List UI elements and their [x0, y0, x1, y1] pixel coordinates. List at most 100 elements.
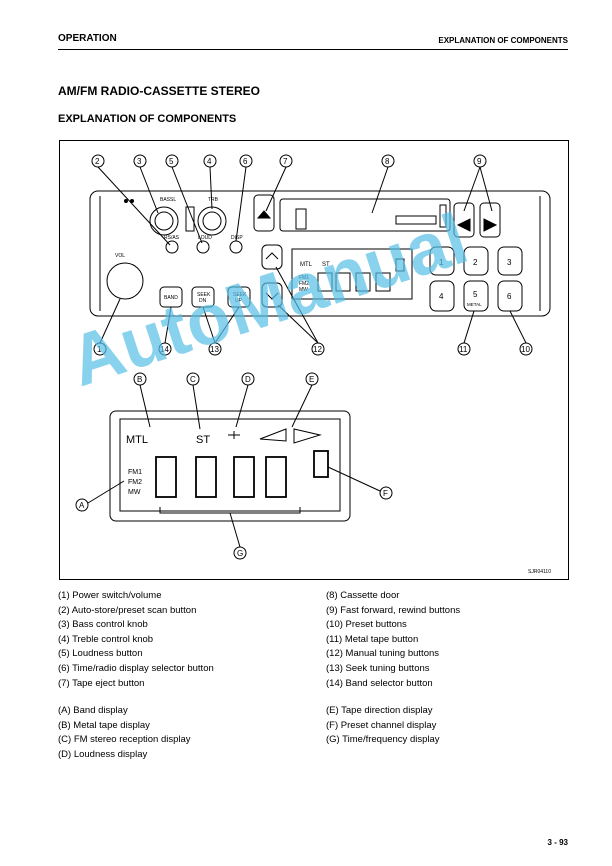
page-title: AM/FM RADIO-CASSETTE STEREO [58, 84, 261, 98]
svg-text:ST: ST [322, 262, 330, 268]
svg-text:5: 5 [169, 157, 174, 166]
bass-knob [149, 206, 179, 236]
letter-callouts: B C D E A F G [75, 372, 393, 560]
svg-text:2: 2 [473, 258, 478, 267]
svg-text:14: 14 [160, 345, 169, 354]
svg-text:10: 10 [521, 345, 530, 354]
svg-text:11: 11 [459, 345, 468, 354]
legend-item: (8) Cassette door [326, 590, 400, 601]
figure-code: SJR04110 [528, 569, 551, 575]
legend-item: (7) Tape eject button [58, 677, 145, 689]
svg-text:2: 2 [95, 157, 100, 166]
svg-text:E: E [309, 375, 314, 384]
radio-figure: VOL BASSL TRB RS/AS LOUD DISP BAND SEEK … [59, 140, 569, 580]
svg-text:MW: MW [128, 489, 141, 496]
header-rule [58, 49, 568, 50]
legend-item: (D) Loudness display [58, 748, 148, 760]
legend-item: (A) Band display [58, 705, 128, 716]
legend-item: (14) Band selector button [326, 677, 433, 689]
rs-as-button [165, 240, 179, 254]
svg-text:ST: ST [196, 434, 210, 446]
disp-button [229, 240, 243, 254]
preset-1 [429, 246, 455, 276]
legend-item: (E) Tape direction display [326, 705, 433, 716]
svg-text:RS/AS: RS/AS [164, 235, 180, 241]
loud-button [196, 240, 210, 254]
svg-text:4: 4 [207, 157, 212, 166]
legend-item: (6) Time/radio display selector button [58, 662, 214, 674]
tune-down-button [261, 282, 283, 308]
svg-text:LOUD: LOUD [198, 235, 212, 241]
svg-text:C: C [190, 375, 196, 384]
svg-text:DN: DN [199, 298, 207, 304]
svg-text:5: 5 [473, 290, 478, 299]
preset-5 [463, 280, 489, 312]
topic-header: EXPLANATION OF COMPONENTS [438, 36, 568, 45]
legend-item: (1) Power switch/volume [58, 590, 162, 601]
svg-text:9: 9 [477, 157, 482, 166]
svg-text:DISP: DISP [231, 235, 243, 241]
svg-text:G: G [237, 549, 243, 558]
bottom-callouts: 1 14 13 12 11 10 [93, 266, 533, 356]
svg-text:SEEK: SEEK [233, 292, 247, 298]
svg-text:7: 7 [283, 157, 288, 166]
volume-knob [106, 262, 144, 300]
legend-item: (5) Loudness button [58, 648, 143, 660]
radio-unit: VOL BASSL TRB RS/AS LOUD DISP BAND SEEK … [89, 190, 551, 317]
svg-text:TRB: TRB [208, 197, 219, 203]
enlarged-display: MTL ST FM1 FM2 MW [109, 410, 351, 522]
legend-item: (B) Metal tape display [58, 719, 150, 731]
svg-text:FM2: FM2 [299, 281, 309, 287]
svg-text:1: 1 [97, 345, 102, 354]
legend-item: (F) Preset channel display [326, 719, 437, 731]
top-callouts: 2 3 5 4 6 7 8 9 [91, 154, 493, 246]
svg-text:MTL: MTL [300, 262, 313, 268]
preset-3 [497, 246, 523, 276]
eject-button [253, 194, 275, 232]
svg-text:1: 1 [439, 258, 444, 267]
legend-item: (2) Auto-store/preset scan button [58, 604, 197, 616]
svg-text:MW: MW [299, 287, 308, 293]
vol-label: VOL [115, 253, 125, 259]
svg-text:METAL: METAL [467, 302, 482, 307]
svg-text:UP: UP [235, 298, 243, 304]
svg-text:BAND: BAND [164, 295, 178, 301]
preset-2 [463, 246, 489, 276]
svg-text:6: 6 [243, 157, 248, 166]
svg-text:A: A [79, 501, 85, 510]
svg-text:6: 6 [507, 292, 512, 301]
svg-text:BASSL: BASSL [160, 197, 176, 203]
svg-text:SEEK: SEEK [197, 292, 211, 298]
fast-forward-button [479, 202, 501, 238]
cassette-door [279, 198, 451, 232]
svg-text:FM1: FM1 [299, 275, 309, 281]
svg-text:D: D [245, 375, 251, 384]
preset-4 [429, 280, 455, 312]
tune-up-button [261, 244, 283, 270]
legend-item: (11) Metal tape button [326, 633, 419, 645]
legend-right-1: (8) Cassette door (9) Fast forward, rewi… [326, 589, 460, 691]
radio-diagram: VOL BASSL TRB RS/AS LOUD DISP BAND SEEK … [75, 154, 551, 575]
section-header: OPERATION [58, 33, 117, 44]
legend-item: (12) Manual tuning buttons [326, 648, 440, 660]
legend-item: (9) Fast forward, rewind buttons [326, 604, 461, 616]
svg-text:MTL: MTL [126, 434, 148, 446]
section-subtitle: EXPLANATION OF COMPONENTS [58, 113, 237, 125]
svg-text:FM1: FM1 [128, 469, 142, 476]
svg-text:13: 13 [210, 345, 219, 354]
legend-item: (13) Seek tuning buttons [326, 662, 430, 674]
legend-item: (3) Bass control knob [58, 619, 148, 631]
legend-right-2: (E) Tape direction display (F) Preset ch… [326, 704, 440, 748]
rewind-button [453, 202, 475, 238]
svg-text:3: 3 [137, 157, 142, 166]
legend-left-2: (A) Band display (B) Metal tape display … [58, 704, 191, 762]
legend-item: (10) Preset buttons [326, 619, 407, 631]
svg-text:4: 4 [439, 292, 444, 301]
legend-item: (G) Time/frequency display [326, 734, 440, 746]
legend-left-1: (1) Power switch/volume (2) Auto-store/p… [58, 589, 214, 691]
page-number: 3 - 93 [547, 838, 568, 847]
small-display [291, 248, 413, 300]
svg-text:B: B [137, 375, 142, 384]
legend-item: (4) Treble control knob [58, 633, 154, 645]
svg-text:3: 3 [507, 258, 512, 267]
